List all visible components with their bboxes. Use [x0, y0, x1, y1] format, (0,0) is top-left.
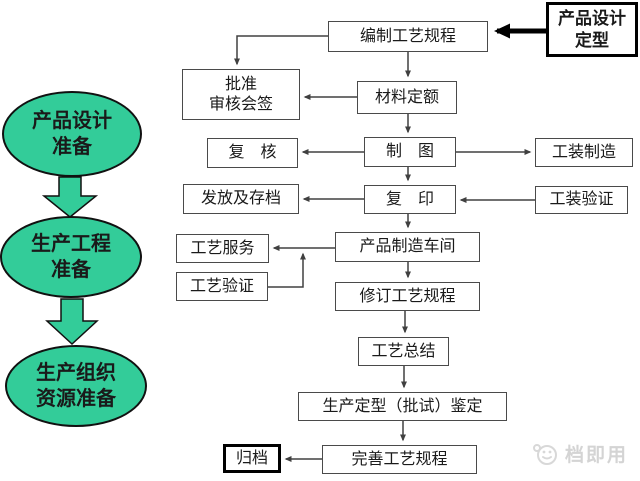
stage-design-prep: 产品设计 准备 — [2, 91, 142, 177]
node-manufacturing-workshop: 产品制造车间 — [335, 232, 480, 262]
connector-compile-approval — [234, 35, 328, 66]
node-tooling-verification: 工装验证 — [535, 186, 628, 214]
stage-engineering-prep: 生产工程 准备 — [0, 216, 142, 298]
node-review: 复 核 — [207, 138, 298, 168]
stage-arrow-2 — [45, 298, 99, 346]
node-copy: 复 印 — [364, 185, 456, 214]
watermark: 档即用 — [531, 440, 628, 467]
node-drawing: 制 图 — [364, 137, 456, 167]
node-approval: 批准 审核会签 — [182, 69, 300, 120]
node-material-quota: 材料定额 — [357, 81, 457, 114]
stage-arrow-1 — [41, 176, 99, 218]
node-improve-process: 完善工艺规程 — [322, 445, 477, 474]
node-issue-archive: 发放及存档 — [183, 184, 299, 214]
node-process-summary: 工艺总结 — [358, 337, 449, 366]
stage-organization-prep: 生产组织 资源准备 — [5, 345, 147, 427]
node-compile-process: 编制工艺规程 — [328, 21, 488, 52]
node-process-service: 工艺服务 — [176, 234, 269, 263]
watermark-text: 档即用 — [565, 445, 629, 466]
node-design-finalized: 产品设计 定型 — [546, 2, 638, 57]
node-revise-process: 修订工艺规程 — [335, 282, 480, 311]
watermark-logo-icon — [533, 443, 557, 465]
connector-processverification-junction — [268, 252, 306, 288]
node-archive: 归档 — [223, 444, 281, 473]
node-production-appraisal: 生产定型（批试）鉴定 — [298, 392, 507, 421]
node-tooling-manufacture: 工装制造 — [535, 138, 633, 167]
node-process-verification: 工艺验证 — [176, 272, 268, 301]
